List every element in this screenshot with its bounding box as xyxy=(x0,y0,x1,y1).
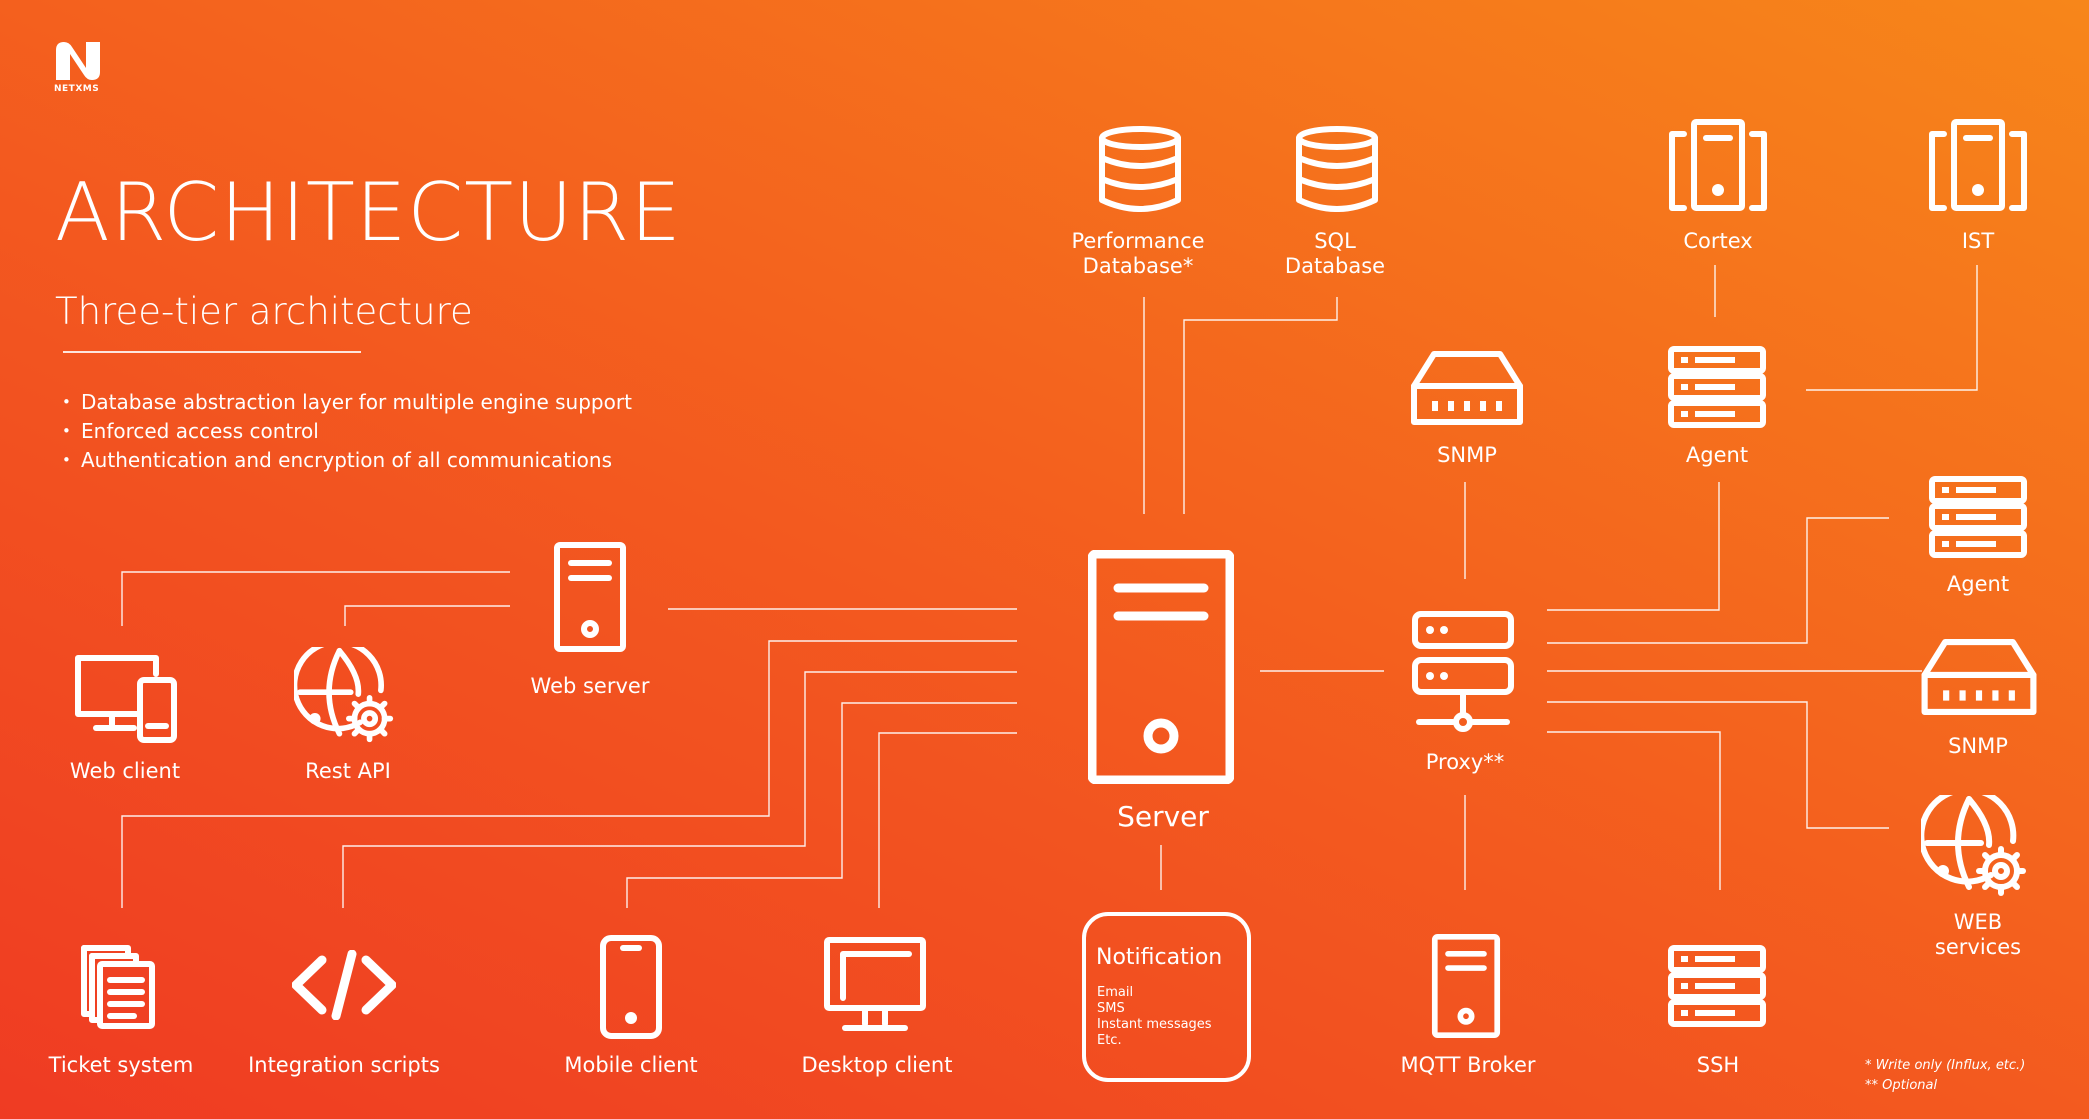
feature-item: Database abstraction layer for multiple … xyxy=(62,388,632,417)
agent-label: Agent xyxy=(1685,443,1749,467)
agent-rack-icon xyxy=(1667,345,1767,429)
notification-title: Notification xyxy=(1096,945,1223,970)
integration-scripts-label: Integration scripts xyxy=(248,1053,440,1077)
rest-api-globe-gear-icon xyxy=(294,647,398,745)
title-divider xyxy=(63,351,361,353)
desktop-monitor-icon xyxy=(823,936,927,1036)
logo-text: NETXMS xyxy=(54,84,100,94)
rest-api-label: Rest API xyxy=(305,759,391,783)
feature-item: Enforced access control xyxy=(62,417,632,446)
snmp-right-label: SNMP xyxy=(1948,734,2008,758)
web-server-label: Web server xyxy=(530,674,650,698)
desktop-client-label: Desktop client xyxy=(801,1053,953,1077)
performance-database-icon xyxy=(1098,126,1182,212)
code-icon xyxy=(292,950,396,1020)
sql-database-label: SQL Database xyxy=(1284,229,1386,278)
proxy-network-icon xyxy=(1411,610,1515,734)
ticket-system-label: Ticket system xyxy=(48,1053,194,1077)
snmp-device-icon xyxy=(1410,350,1524,426)
mqtt-broker-label: MQTT Broker xyxy=(1400,1053,1536,1077)
page-title: ARCHITECTURE xyxy=(55,166,682,259)
ssh-rack-icon xyxy=(1667,944,1767,1028)
notification-channel: Instant messages xyxy=(1097,1017,1212,1032)
ticket-documents-icon xyxy=(80,944,156,1030)
server-label: Server xyxy=(1117,800,1209,833)
performance-database-label: Performance Database* xyxy=(1071,229,1205,278)
agent-rack-icon xyxy=(1928,475,2028,559)
notification-channel: Email xyxy=(1097,985,1134,1000)
feature-item: Authentication and encryption of all com… xyxy=(62,446,632,475)
notification-channel-list: Email SMS Instant messages Etc. xyxy=(1097,985,1212,1049)
footnote: ** Optional xyxy=(1865,1078,1938,1093)
proxy-label: Proxy** xyxy=(1425,750,1505,774)
ssh-label: SSH xyxy=(1696,1053,1740,1077)
cortex-server-icon xyxy=(1668,118,1768,212)
web-client-devices-icon xyxy=(74,654,178,744)
server-tower-icon xyxy=(1088,550,1234,784)
footnote: * Write only (Influx, etc.) xyxy=(1865,1058,2026,1073)
feature-list: Database abstraction layer for multiple … xyxy=(62,388,632,475)
cortex-label: Cortex xyxy=(1683,229,1753,253)
agent-right-label: Agent xyxy=(1946,572,2010,596)
web-server-icon xyxy=(553,541,627,653)
notification-channel: Etc. xyxy=(1097,1033,1122,1048)
web-services-globe-gear-icon xyxy=(1921,795,2031,899)
snmp-label: SNMP xyxy=(1437,443,1497,467)
ist-label: IST xyxy=(1961,229,1995,253)
page-subtitle: Three-tier architecture xyxy=(55,290,473,333)
web-services-label: WEB services xyxy=(1934,910,2022,959)
netxms-logo xyxy=(54,40,102,82)
snmp-device-icon xyxy=(1920,638,2038,716)
mobile-client-label: Mobile client xyxy=(564,1053,698,1077)
sql-database-icon xyxy=(1295,126,1379,212)
ist-server-icon xyxy=(1928,118,2028,212)
web-client-label: Web client xyxy=(69,759,181,783)
mqtt-broker-icon xyxy=(1431,930,1501,1042)
notification-channel: SMS xyxy=(1097,1001,1125,1016)
smartphone-icon xyxy=(599,934,663,1040)
footnotes: * Write only (Influx, etc.) ** Optional xyxy=(1865,1056,2025,1096)
notification-box: Notification Email SMS Instant messages … xyxy=(1082,912,1251,1082)
